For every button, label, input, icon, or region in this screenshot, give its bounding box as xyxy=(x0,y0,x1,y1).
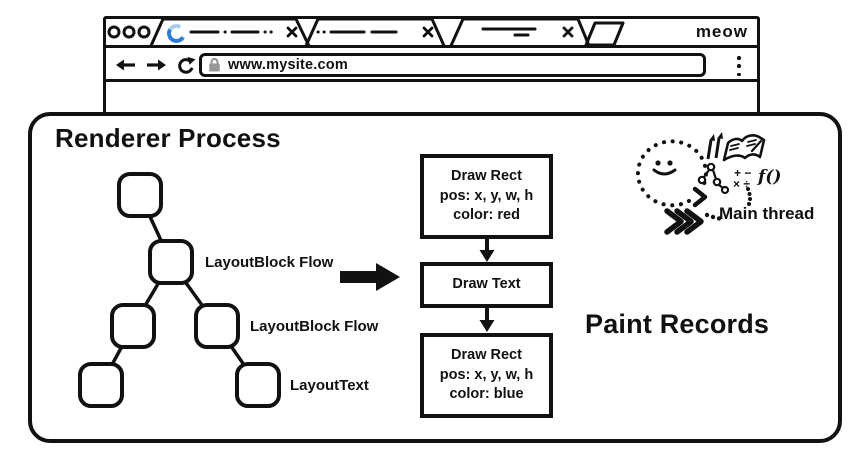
paint-record-line: color: red xyxy=(453,207,520,224)
chevron-icon xyxy=(692,186,708,208)
paint-record-line: pos: x, y, w, h xyxy=(439,187,534,204)
paint-records-heading: Paint Records xyxy=(585,309,770,339)
dotted-trail-icon xyxy=(704,212,722,221)
url-bar[interactable]: www.mysite.com xyxy=(199,53,706,77)
smiley-face-icon xyxy=(652,160,677,176)
back-icon[interactable] xyxy=(115,57,137,73)
panel-title: Renderer Process xyxy=(55,123,281,153)
paint-record-box: Draw Rect pos: x, y, w, h color: blue xyxy=(420,333,553,418)
paint-record-line: Draw Rect xyxy=(451,168,522,185)
layout-tree-node xyxy=(117,172,163,218)
menu-icon[interactable] xyxy=(733,54,745,78)
lock-icon xyxy=(209,57,220,72)
tab-3[interactable] xyxy=(448,19,592,48)
nav-bar: www.mysite.com xyxy=(106,48,757,82)
browser-logo: meow xyxy=(695,22,748,41)
main-thread-doodle: + − × ÷ f() xyxy=(635,132,781,235)
function-symbol: f() xyxy=(757,167,781,187)
layout-tree-node xyxy=(194,303,240,349)
main-thread-label: Main thread xyxy=(719,204,815,223)
dom-tree-icon xyxy=(697,162,730,195)
down-arrow-icon xyxy=(479,238,495,262)
layout-tree-node xyxy=(78,362,124,408)
reload-icon[interactable] xyxy=(175,57,196,75)
paint-record-line: Draw Rect xyxy=(451,347,522,364)
tab-2[interactable] xyxy=(303,19,447,48)
browser-window: meow www.mysite.com xyxy=(103,16,760,116)
dotted-loop-icon xyxy=(635,139,708,208)
paint-record-line: color: blue xyxy=(449,386,524,403)
tree-node-label: LayoutBlock Flow xyxy=(205,254,334,271)
paint-record-box: Draw Text xyxy=(420,262,553,308)
paint-record-line: pos: x, y, w, h xyxy=(439,366,534,383)
tab-close-icon[interactable] xyxy=(286,26,298,38)
url-text: www.mysite.com xyxy=(228,57,348,73)
book-icon xyxy=(722,134,766,162)
flow-arrow-icon xyxy=(340,263,400,291)
tab-close-icon[interactable] xyxy=(422,26,434,38)
fast-forward-chevrons-icon xyxy=(664,208,704,235)
paint-record-box: Draw Rect pos: x, y, w, h color: red xyxy=(420,154,553,239)
window-buttons-icon[interactable] xyxy=(107,25,151,39)
tab-bar: meow xyxy=(106,19,757,48)
layout-tree-node xyxy=(148,239,194,285)
new-tab-icon[interactable] xyxy=(584,21,625,47)
down-arrow-icon xyxy=(479,308,495,332)
tree-node-label: LayoutText xyxy=(290,377,369,394)
layout-tree-node xyxy=(110,303,156,349)
dotted-trail-icon xyxy=(746,187,752,206)
tree-node-label: LayoutBlock Flow xyxy=(250,318,379,335)
tab-1[interactable] xyxy=(148,19,312,48)
paint-record-line: Draw Text xyxy=(452,276,521,293)
forward-icon[interactable] xyxy=(145,57,167,73)
renderer-process-panel: Renderer Process LayoutBlock Flow Layout… xyxy=(28,112,842,443)
layout-tree-node xyxy=(235,362,281,408)
tab-close-icon[interactable] xyxy=(562,26,574,38)
math-symbols: × ÷ xyxy=(733,177,750,191)
math-symbols: + − xyxy=(734,166,751,180)
tab-title-scribble xyxy=(481,27,537,37)
pencils-icon xyxy=(706,132,723,160)
